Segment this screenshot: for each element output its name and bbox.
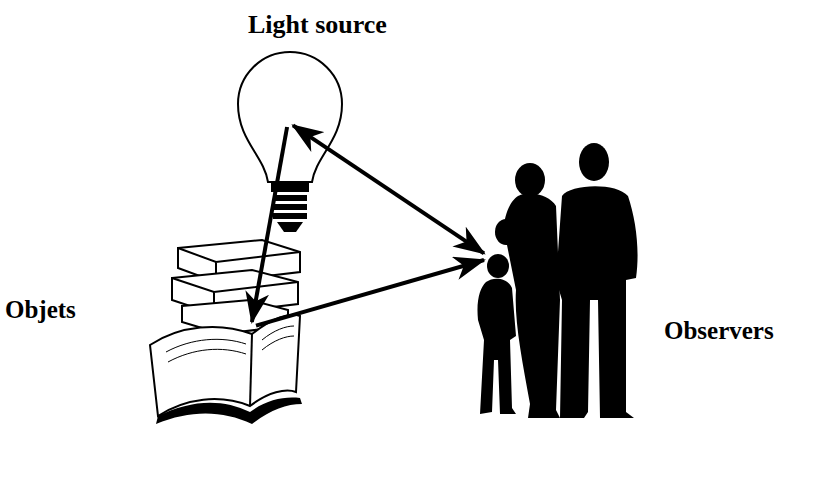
arrow-connector [256, 260, 484, 326]
man-body [556, 186, 638, 418]
node-label: Objets [5, 297, 76, 322]
bulb-base [273, 195, 307, 201]
arrow-connector [252, 127, 287, 322]
light-bulb [238, 52, 342, 232]
light-source-node: Light source [283, 117, 293, 127]
book-spine [250, 334, 252, 406]
book-lines [166, 326, 294, 362]
node-label: Light source [248, 12, 387, 38]
node-label: Observers [664, 318, 774, 343]
child-head [487, 254, 509, 278]
object-node: Objets [246, 322, 256, 332]
child-body [477, 279, 516, 414]
man-head [579, 143, 609, 181]
arrow-connector [293, 125, 484, 253]
book-cover [156, 398, 302, 424]
bulb-base [271, 182, 309, 192]
bulb-tip [277, 222, 303, 232]
woman-head [515, 163, 545, 197]
observer-node: Observers [484, 250, 498, 266]
bulb-base [273, 204, 307, 210]
bulb-glass [238, 52, 342, 182]
open-book [150, 315, 302, 424]
bulb-base [273, 213, 307, 219]
observers-silhouette [477, 143, 637, 418]
baby [495, 219, 517, 245]
